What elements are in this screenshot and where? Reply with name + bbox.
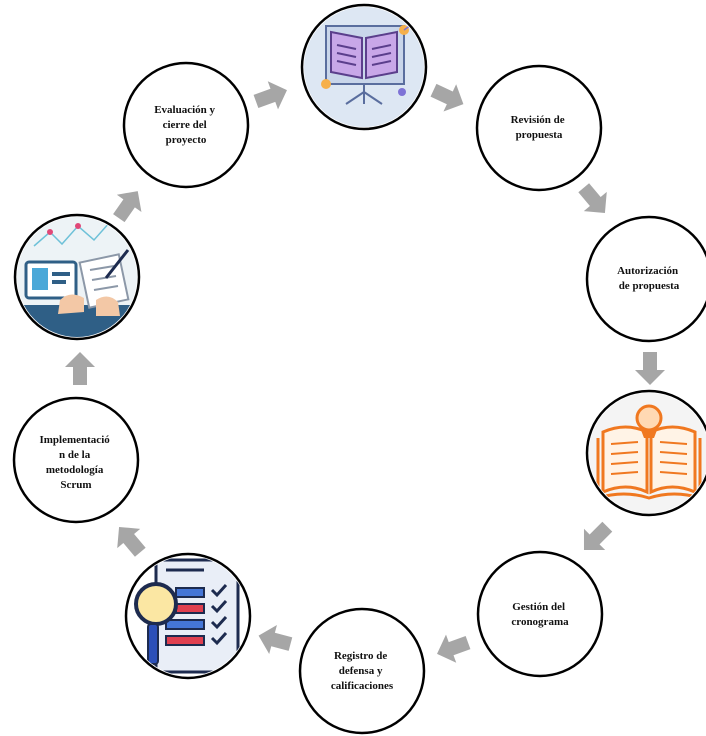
flow-arrow-9 xyxy=(113,191,142,223)
node-analytics-workstation xyxy=(13,213,141,341)
node-circle xyxy=(475,64,603,192)
flow-arrow-5 xyxy=(437,634,471,663)
flow-arrow-6 xyxy=(258,624,293,654)
node-label-registro: Registro de defensa y calificaciones xyxy=(331,650,394,692)
flow-arrow-1 xyxy=(430,83,464,112)
node-autorizacion: Autorización de propuesta xyxy=(585,215,706,343)
node-open-book xyxy=(585,389,706,517)
flow-arrow-8 xyxy=(65,352,95,385)
node-label-implementacion: Implementació n de la metodología Scrum xyxy=(39,434,112,491)
node-label-gestion: Gestión del cronograma xyxy=(511,601,569,628)
flow-arrow-10 xyxy=(253,81,287,110)
open-book-icon xyxy=(589,393,706,513)
node-circle xyxy=(12,396,140,524)
flow-arrow-7 xyxy=(117,526,146,557)
analytics-workstation-icon xyxy=(17,217,137,337)
node-implementacion: Implementació n de la metodología Scrum xyxy=(12,396,140,524)
node-circle xyxy=(122,61,250,189)
node-circle xyxy=(476,550,604,678)
arrow-layer xyxy=(65,81,665,663)
node-revision: Revisión de propuesta xyxy=(475,64,603,192)
node-label-autorizacion: Autorización de propuesta xyxy=(617,265,681,292)
checklist-magnifier-icon xyxy=(128,556,248,676)
node-circle xyxy=(298,607,426,735)
node-gestion: Gestión del cronograma xyxy=(476,550,604,678)
flow-arrow-2 xyxy=(578,183,607,214)
node-label-evaluacion: Evaluación y cierre del proyecto xyxy=(154,104,218,146)
node-evaluacion: Evaluación y cierre del proyecto xyxy=(122,61,250,189)
flow-arrow-3 xyxy=(635,352,665,385)
flow-arrow-4 xyxy=(583,521,613,551)
node-label-revision: Revisión de propuesta xyxy=(511,114,568,141)
node-circle xyxy=(585,215,706,343)
node-checklist-magnifier xyxy=(124,552,252,680)
node-registro: Registro de defensa y calificaciones xyxy=(298,607,426,735)
node-presentation-board xyxy=(300,3,428,131)
presentation-board-icon xyxy=(304,7,424,127)
